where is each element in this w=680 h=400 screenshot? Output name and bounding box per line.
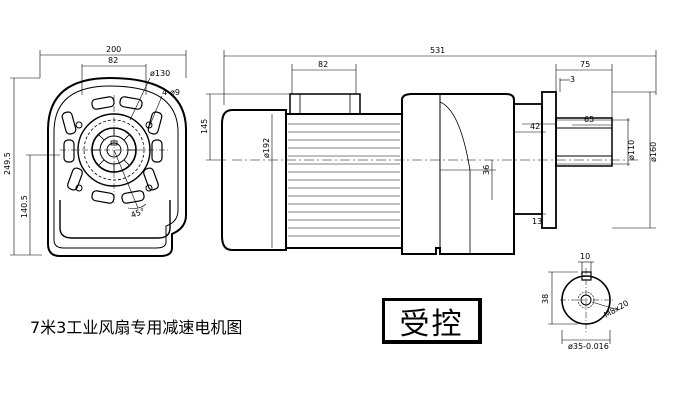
dim-height-center: 140.5 [20,195,29,218]
dim-flange-dia: ø160 [649,142,658,162]
dim-motor-height: 145 [200,119,209,134]
dim-thread: M8x20 [603,298,631,319]
dim-height-total: 249.5 [3,152,12,175]
dim-shoulder: 13 [532,217,542,226]
front-view-dims: 200 82 ø130 4-ø9 249.5 140.5 45° [3,45,180,220]
dim-motor-diameter: ø192 [262,138,271,158]
dim-inner-width: 82 [108,56,118,65]
side-view [206,50,657,255]
shaft-section-dims: 10 38 M8x20 ø35-0.016 [541,252,630,351]
dim-key-width: 10 [580,252,590,261]
dim-shaft-dia: ø110 [627,140,636,160]
dim-flange-len: 75 [580,60,590,69]
dim-shaft-len: 65 [584,115,594,124]
dim-key-height: 38 [541,294,550,304]
dim-holes: 4-ø9 [162,88,180,97]
dim-shaft-offset: 36 [482,165,491,175]
front-view [10,50,187,257]
shaft-section [548,261,619,344]
dim-flange-step: 3 [570,75,575,84]
dim-spigot: 42 [530,122,540,131]
stamp-text: 受控 [399,306,464,342]
dim-shaft-tolerance: ø35-0.016 [568,342,609,351]
dim-bolt-circle: ø130 [150,69,170,78]
controlled-stamp: 受控 [382,298,482,344]
dim-width: 200 [106,45,121,54]
side-view-dims: 531 82 145 ø192 36 75 3 42 65 ø110 ø160 … [200,46,658,226]
dim-total-length: 531 [430,46,445,55]
dim-box-width: 82 [318,60,328,69]
drawing-title: 7米3工业风扇专用减速电机图 [30,318,243,337]
